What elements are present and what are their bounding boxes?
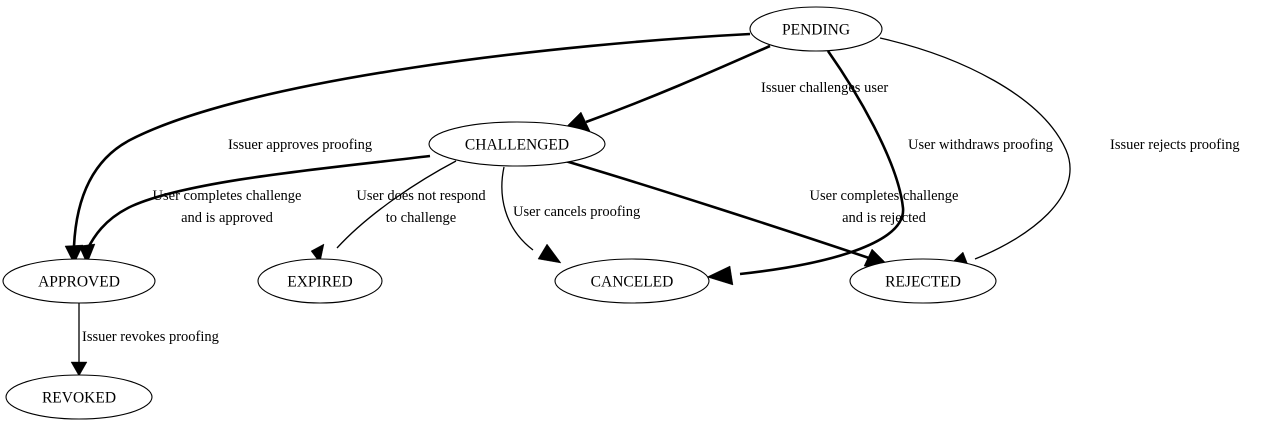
arrowhead-canceled-from-pending: [706, 265, 734, 286]
edge-path-pending-rejected: [879, 37, 1071, 260]
arrowhead-canceled-from-challenged: [537, 243, 562, 264]
edge-pending-challenged: Issuer challenges user: [561, 44, 888, 132]
node-label-pending: PENDING: [782, 22, 850, 39]
edge-path-challenged-expired: [336, 160, 457, 249]
node-shape-expired[interactable]: [257, 258, 383, 304]
edge-label-approved-revoked: Issuer revokes proofing: [82, 329, 219, 345]
edge-label-challenged-approved-line2: and is approved: [181, 210, 274, 226]
edge-challenged-approved: User completes challenge and is approved: [78, 154, 431, 265]
edge-label-challenged-expired-line1: User does not respond: [356, 188, 486, 204]
edge-label-pending-challenged: Issuer challenges user: [761, 80, 888, 96]
edge-label-challenged-canceled: User cancels proofing: [513, 204, 640, 220]
node-approved[interactable]: APPROVED: [2, 258, 156, 304]
edge-label-pending-canceled: User withdraws proofing: [908, 137, 1053, 153]
arrowhead-revoked: [70, 361, 88, 377]
node-challenged[interactable]: CHALLENGED: [428, 121, 606, 167]
arrowhead-expired: [310, 243, 325, 264]
edge-label-pending-rejected: Issuer rejects proofing: [1110, 137, 1240, 153]
node-pending[interactable]: PENDING: [749, 6, 883, 52]
node-label-canceled: CANCELED: [591, 274, 674, 291]
node-revoked[interactable]: REVOKED: [5, 374, 153, 420]
node-shape-canceled[interactable]: [554, 258, 710, 304]
edge-challenged-canceled: User cancels proofing: [501, 166, 640, 264]
node-label-revoked: REVOKED: [42, 390, 116, 407]
arrowhead-approved-from-pending: [64, 244, 84, 265]
node-rejected[interactable]: REJECTED: [849, 258, 997, 304]
edge-challenged-expired: User does not respond to challenge: [310, 160, 486, 264]
arrowhead-approved-from-challenged: [78, 243, 96, 265]
node-shape-revoked[interactable]: [5, 374, 153, 420]
node-expired[interactable]: EXPIRED: [257, 258, 383, 304]
edge-path-pending-challenged: [585, 44, 771, 124]
edge-label-pending-approved: Issuer approves proofing: [228, 137, 372, 153]
node-label-approved: APPROVED: [38, 274, 120, 291]
edge-label-challenged-rejected-line1: User completes challenge: [810, 188, 959, 204]
edge-pending-approved: Issuer approves proofing: [64, 32, 751, 265]
node-label-challenged: CHALLENGED: [465, 137, 569, 154]
edge-pending-rejected: Issuer rejects proofing: [879, 37, 1240, 271]
edge-path-pending-approved: [72, 32, 751, 247]
node-canceled[interactable]: CANCELED: [554, 258, 710, 304]
edge-label-challenged-approved-line1: User completes challenge: [153, 188, 302, 204]
edge-path-pending-canceled: [739, 50, 905, 276]
node-label-expired: EXPIRED: [287, 274, 352, 291]
edge-path-challenged-canceled: [501, 166, 534, 251]
node-shape-rejected[interactable]: [849, 258, 997, 304]
edge-path-challenged-rejected: [561, 158, 870, 260]
node-label-rejected: REJECTED: [885, 274, 961, 291]
node-shape-approved[interactable]: [2, 258, 156, 304]
node-shape-pending[interactable]: [749, 6, 883, 52]
node-shape-challenged[interactable]: [428, 121, 606, 167]
edge-approved-revoked: Issuer revokes proofing: [70, 303, 219, 377]
edge-pending-canceled: User withdraws proofing: [706, 50, 1053, 286]
edge-label-challenged-rejected-line2: and is rejected: [842, 210, 926, 226]
edge-label-challenged-expired-line2: to challenge: [386, 210, 456, 226]
edge-path-challenged-approved: [85, 154, 431, 251]
